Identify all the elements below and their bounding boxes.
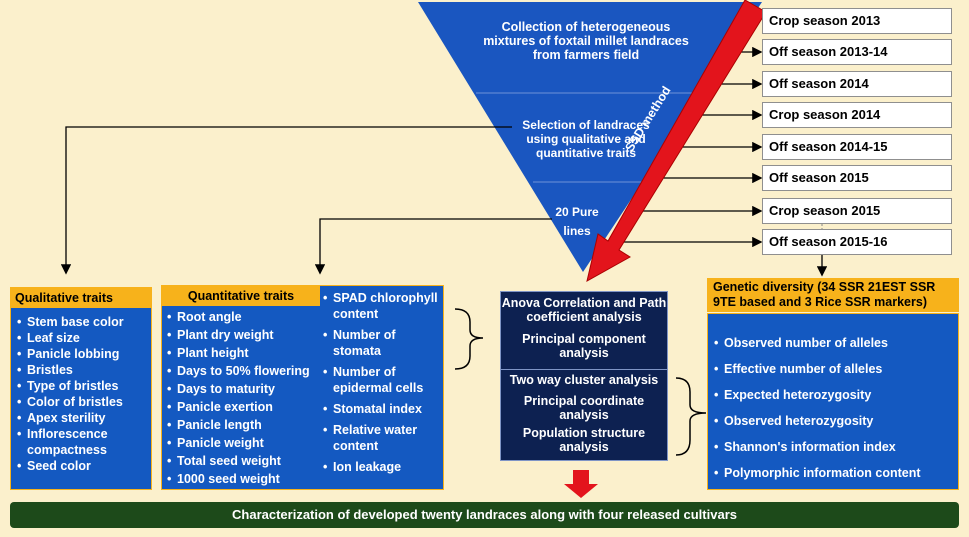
quantitative-item: Stomatal index — [323, 401, 441, 417]
quantitative-col1: Root angle Plant dry weight Plant height… — [167, 308, 317, 488]
qualitative-item: Type of bristles — [17, 378, 145, 394]
qualitative-list: Stem base color Leaf size Panicle lobbin… — [11, 308, 151, 474]
brace-left — [454, 308, 484, 370]
season-box-5: Off season 2014-15 — [762, 134, 952, 160]
genetic-diversity-panel: Observed number of alleles Effective num… — [707, 313, 959, 490]
funnel-top-text: Collection of heterogeneous mixtures of … — [483, 20, 689, 62]
quantitative-panel: Quantitative traits Root angle Plant dry… — [161, 285, 444, 490]
quantitative-item: SPAD chlorophyll content — [323, 290, 441, 322]
genetic-item: Observed number of alleles — [714, 330, 958, 356]
season-box-4: Crop season 2014 — [762, 102, 952, 128]
quantitative-item: Panicle weight — [167, 434, 317, 452]
analysis-item: Two way cluster analysis — [509, 373, 659, 387]
qualitative-item: Bristles — [17, 362, 145, 378]
qualitative-item: Stem base color — [17, 314, 145, 330]
quantitative-item: Ion leakage — [323, 459, 441, 475]
quantitative-item: Days to maturity — [167, 380, 317, 398]
quantitative-item: Plant height — [167, 344, 317, 362]
quantitative-item: Root angle — [167, 308, 317, 326]
quantitative-item: Panicle exertion — [167, 398, 317, 416]
analysis-item: Principal component analysis — [522, 332, 646, 360]
down-arrow — [564, 470, 598, 498]
quantitative-item: Relative water content — [323, 422, 441, 454]
footer-banner: Characterization of developed twenty lan… — [10, 502, 959, 528]
connector-to-quantitative — [314, 218, 552, 275]
genetic-item: Expected heterozygosity — [714, 382, 958, 408]
quantitative-item: Total seed weight — [167, 452, 317, 470]
quantitative-item: Number of stomata — [323, 327, 441, 359]
analysis-item: Principal coordinate analysis — [523, 394, 645, 422]
genetic-item: Shannon's information index — [714, 434, 958, 460]
season-box-3: Off season 2014 — [762, 71, 952, 97]
season-box-1: Crop season 2013 — [762, 8, 952, 34]
quantitative-col2: SPAD chlorophyll content Number of stoma… — [323, 290, 441, 475]
season-box-6: Off season 2015 — [762, 165, 952, 191]
genetic-item: Polymorphic information content — [714, 460, 958, 486]
genetic-item: Observed heterozygosity — [714, 408, 958, 434]
funnel-bottom-text: 20 Pure lines — [555, 205, 599, 238]
genetic-list: Observed number of alleles Effective num… — [708, 314, 958, 486]
qualitative-item: Inflorescence compactness — [17, 426, 145, 458]
qualitative-title: Qualitative traits — [11, 288, 151, 308]
analysis-box-2: Two way cluster analysis Principal coord… — [500, 369, 668, 461]
season-box-2: Off season 2013-14 — [762, 39, 952, 65]
quantitative-title: Quantitative traits — [162, 286, 320, 306]
connector-to-qualitative — [60, 126, 512, 275]
ssd-arrow — [586, 0, 767, 282]
qualitative-panel: Qualitative traits Stem base color Leaf … — [10, 287, 152, 490]
brace-right — [675, 377, 707, 456]
season-box-8: Off season 2015-16 — [762, 229, 952, 255]
season-box-7: Crop season 2015 — [762, 198, 952, 224]
genetic-item: Effective number of alleles — [714, 356, 958, 382]
funnel-middle-text: Selection of landraces using qualitative… — [522, 118, 650, 160]
analysis-item: Population structure analysis — [522, 426, 646, 454]
analysis-box-1: Anova Correlation and Path coefficient a… — [500, 291, 668, 370]
quantitative-item: 1000 seed weight — [167, 470, 317, 488]
genetic-diversity-title: Genetic diversity (34 SSR 21EST SSR 9TE … — [707, 278, 959, 312]
quantitative-item: Plant dry weight — [167, 326, 317, 344]
qualitative-item: Color of bristles — [17, 394, 145, 410]
quantitative-item: Panicle length — [167, 416, 317, 434]
qualitative-item: Panicle lobbing — [17, 346, 145, 362]
qualitative-item: Leaf size — [17, 330, 145, 346]
quantitative-item: Days to 50% flowering — [167, 362, 317, 380]
qualitative-item: Apex sterility — [17, 410, 145, 426]
funnel-triangle — [418, 2, 762, 272]
analysis-item: Anova Correlation and Path coefficient a… — [501, 296, 667, 324]
quantitative-item: Number of epidermal cells — [323, 364, 441, 396]
qualitative-item: Seed color — [17, 458, 145, 474]
